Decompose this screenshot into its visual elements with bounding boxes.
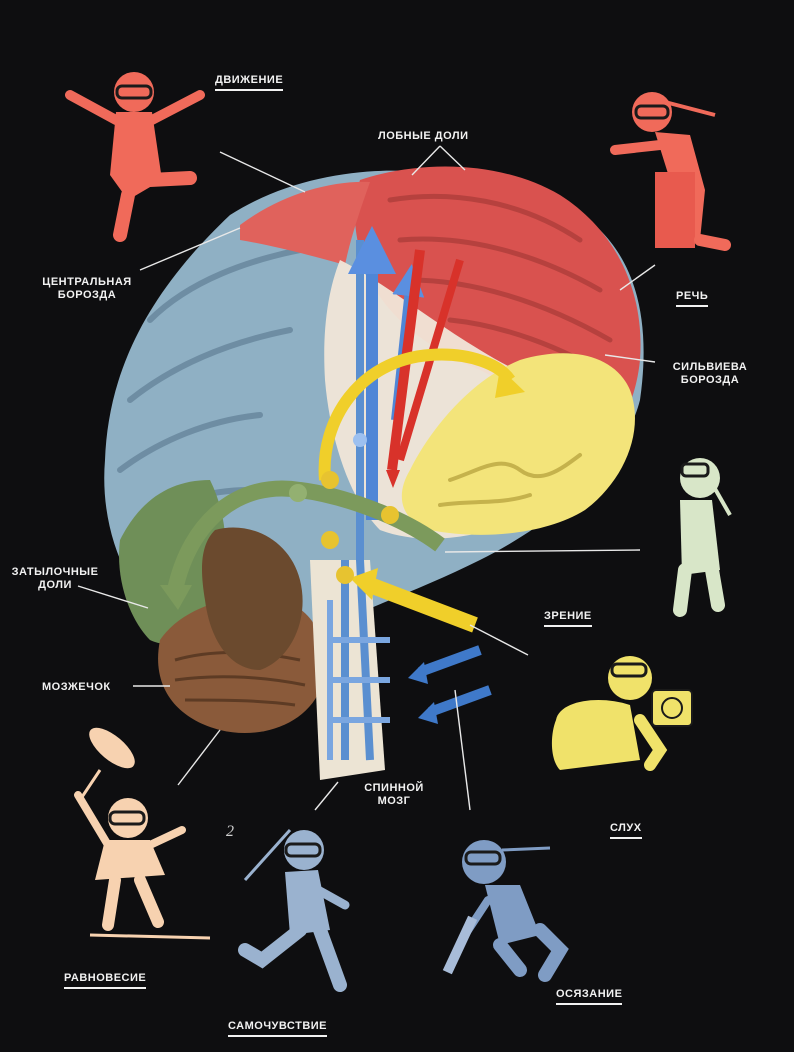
leader-lines: [77, 145, 656, 811]
hearing-figure: [551, 656, 693, 771]
label-vision: ЗРЕНИЕ: [544, 610, 592, 627]
label-spinal-line2: МОЗГ: [377, 795, 411, 807]
neural-arrows: [160, 226, 525, 724]
label-spinal-line1: СПИННОЙ: [364, 782, 424, 794]
label-sylvian-sulcus: СИЛЬВИЕВА БОРОЗДА: [660, 361, 760, 387]
temporal-lobe: [401, 353, 635, 535]
speech-figure: [610, 92, 731, 251]
label-central-sulcus: ЦЕНТРАЛЬНАЯ БОРОЗДА: [32, 276, 142, 302]
label-occipital-line1: ЗАТЫЛОЧНЫЕ: [11, 566, 99, 578]
label-touch: ОСЯЗАНИЕ: [556, 988, 623, 1005]
label-occipital-lobes: ЗАТЫЛОЧНЫЕ ДОЛИ: [10, 566, 100, 592]
label-frontal-lobes: ЛОБНЫЕ ДОЛИ: [378, 130, 469, 142]
page-mark: 2: [226, 823, 234, 840]
label-central-sulcus-line2: БОРОЗДА: [57, 289, 117, 301]
wellbeing-figure: [238, 828, 350, 992]
label-occipital-line2: ДОЛИ: [38, 579, 72, 591]
label-speech: РЕЧЬ: [676, 290, 709, 307]
label-wellbeing: САМОЧУВСТВИЕ: [228, 1020, 328, 1037]
label-movement: ДВИЖЕНИЕ: [215, 74, 284, 91]
label-spinal-cord: СПИННОЙ МОЗГ: [354, 782, 434, 808]
balance-figure: [74, 727, 211, 940]
label-central-sulcus-line1: ЦЕНТРАЛЬНАЯ: [42, 276, 132, 288]
vision-figure: [673, 458, 732, 617]
label-sylvian-line1: СИЛЬВИЕВА: [672, 361, 748, 373]
touch-figure: [442, 840, 569, 982]
label-sylvian-line2: БОРОЗДА: [680, 374, 740, 386]
label-cerebellum: МОЗЖЕЧОК: [42, 681, 111, 693]
label-hearing: СЛУХ: [610, 822, 642, 839]
movement-figure: [65, 72, 205, 242]
label-balance: РАВНОВЕСИЕ: [64, 972, 147, 989]
